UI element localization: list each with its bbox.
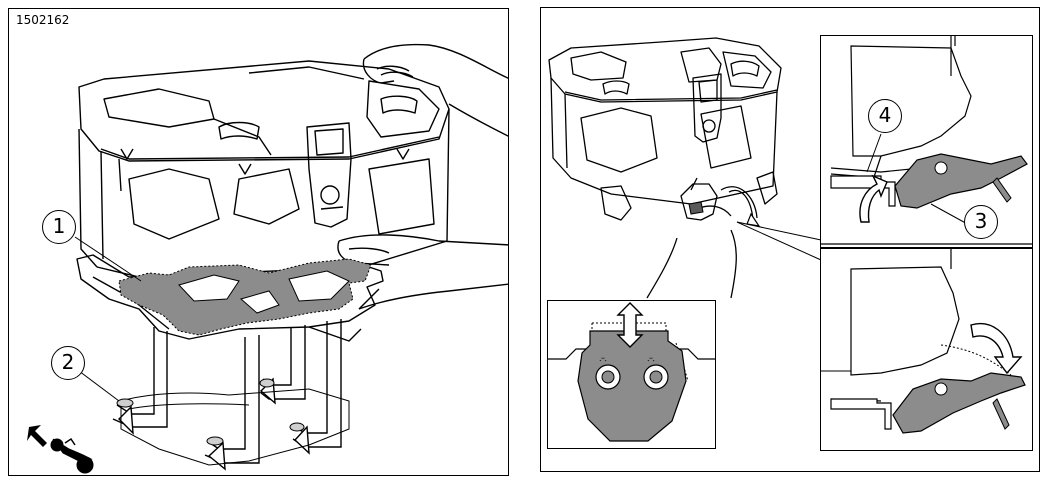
plate-adjustment-inset (547, 300, 716, 449)
latch-step-inset-bottom (820, 248, 1033, 451)
callout-4: 4 (868, 99, 902, 133)
left-illustration-panel: 1502162 (8, 8, 509, 476)
latch-step-inset-top (820, 35, 1033, 248)
allen-key (830, 398, 892, 430)
reference-number: 1502162 (16, 13, 70, 27)
rotation-arrow-icon (859, 174, 888, 223)
inset-divider (820, 248, 1033, 249)
latch-hook-released (892, 372, 1026, 434)
latch-key-detail-bottom (821, 249, 1026, 434)
up-down-arrow-icon (616, 302, 644, 348)
forward-direction-arrow-icon (27, 425, 47, 447)
right-illustration-panel: 4 3 (540, 7, 1040, 472)
release-arrow-icon (970, 323, 1023, 375)
top-case-latch-drawing (548, 37, 822, 299)
latch-hook (894, 153, 1028, 209)
callout-2: 2 (51, 346, 85, 380)
adjustment-plate (577, 330, 687, 442)
latch-key-detail-top (821, 36, 1032, 245)
motorcycle-icon (50, 437, 94, 474)
rubber-grommets (116, 378, 305, 446)
callout-3: 3 (964, 205, 998, 239)
callout-1: 1 (42, 210, 76, 244)
plate-adjustment-detail (548, 302, 715, 442)
top-case-mounting-drawing (27, 43, 508, 474)
